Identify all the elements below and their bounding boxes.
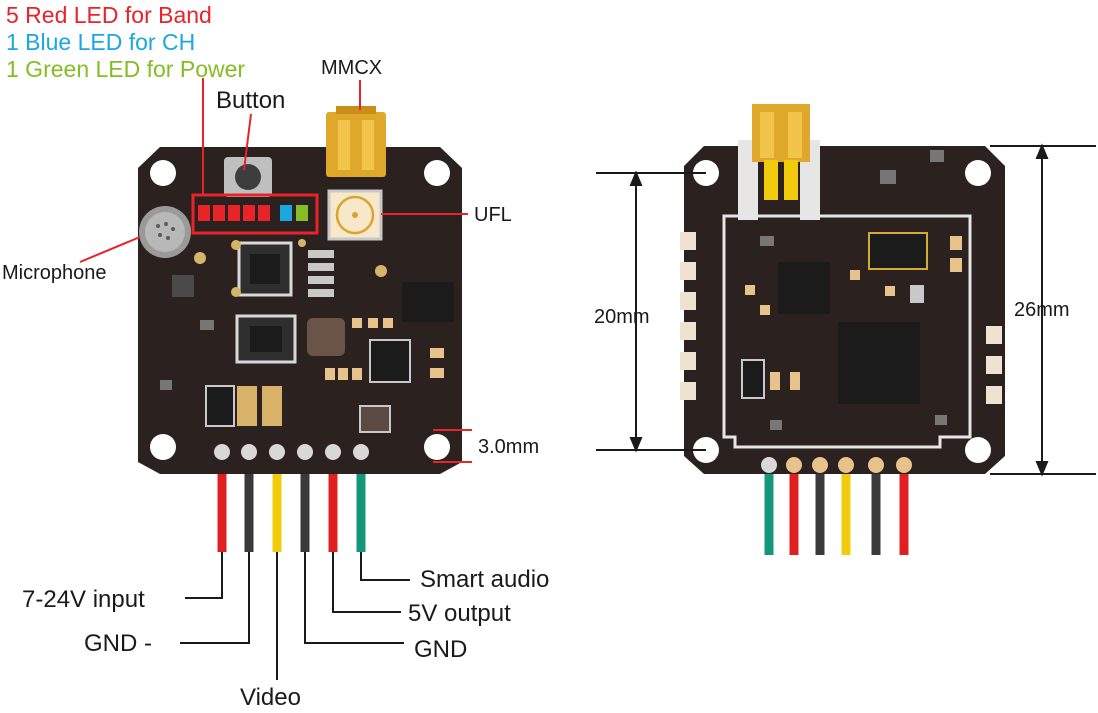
front-components	[160, 239, 454, 433]
label-button: Button	[216, 87, 286, 114]
label-wire-gnd: GND	[414, 636, 468, 663]
board-outline	[722, 214, 972, 449]
mount-hole	[965, 160, 991, 186]
microphone-component	[139, 206, 191, 258]
mount-hole	[150, 160, 176, 186]
mmcx-connector	[326, 106, 386, 177]
legend-blue-led: 1 Blue LED for CH	[6, 29, 196, 55]
front-pads	[214, 444, 369, 460]
back-pads	[761, 457, 912, 473]
label-hole-size: 3.0mm	[478, 436, 540, 458]
back-pcb	[684, 146, 1005, 474]
wire-leader-lines	[180, 552, 410, 680]
dimension-lines	[596, 143, 1096, 477]
front-board	[79, 78, 472, 680]
legend-red-led: 5 Red LED for Band	[6, 2, 212, 28]
callout-lines	[79, 78, 472, 463]
label-wire-input: 7-24V input	[22, 586, 145, 613]
led-strip	[198, 205, 308, 221]
label-wire-smart-audio: Smart audio	[420, 566, 550, 593]
button-component	[224, 157, 272, 197]
side-pads	[680, 232, 1002, 404]
label-wire-video: Video	[240, 684, 301, 711]
back-components	[741, 150, 962, 430]
legend-green-led: 1 Green LED for Power	[6, 56, 246, 82]
mount-hole	[424, 160, 450, 186]
mount-hole	[965, 437, 991, 463]
label-wire-5v: 5V output	[408, 600, 511, 627]
label-ufl: UFL	[474, 204, 512, 226]
label-mmcx: MMCX	[321, 57, 383, 79]
mount-hole	[424, 434, 450, 460]
led-highlight-box	[191, 193, 319, 235]
ufl-connector	[327, 189, 383, 241]
label-wire-gnd-minus: GND -	[84, 630, 152, 657]
mount-hole	[150, 434, 176, 460]
label-dim-20mm: 20mm	[594, 306, 650, 328]
back-mmcx	[738, 104, 820, 220]
back-wires	[764, 465, 909, 555]
label-dim-26mm: 26mm	[1014, 299, 1070, 321]
label-microphone: Microphone	[2, 262, 107, 284]
back-board	[596, 104, 1096, 555]
